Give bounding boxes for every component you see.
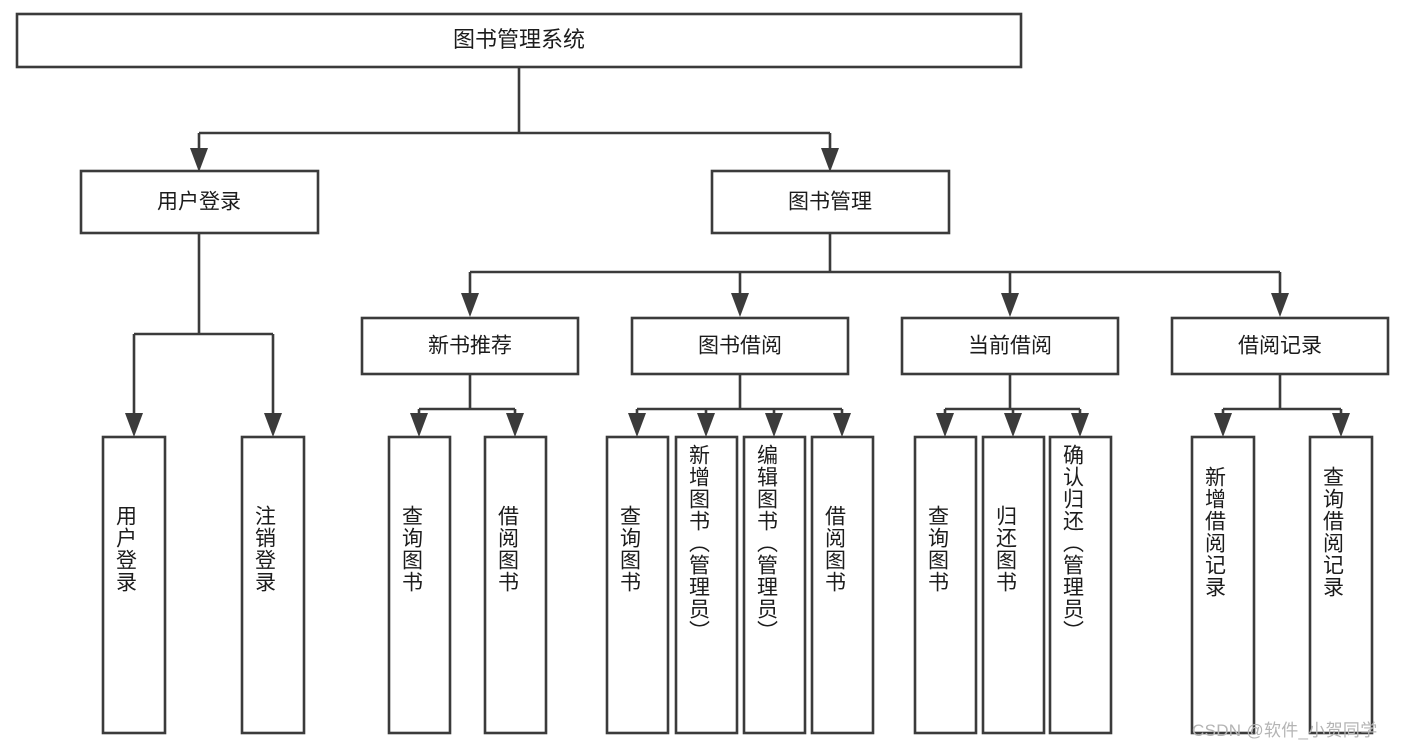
arrow-recommend-leaf-2 <box>506 413 524 437</box>
node-layer: 图书管理系统 用户登录 图书管理 新书推荐 图书借阅 当前借阅 借阅记录 <box>15 12 1390 735</box>
node-book-manage-label: 图书管理 <box>788 191 872 214</box>
node-book-borrow-label: 图书借阅 <box>698 335 782 358</box>
arrow-record-leaf-1 <box>1214 413 1232 437</box>
arrow-borrow-leaf-1 <box>628 413 646 437</box>
leaf-record-query-box[interactable] <box>1308 435 1374 735</box>
arrow-recommend-leaf-1 <box>410 413 428 437</box>
arrow-borrow-leaf-4 <box>833 413 851 437</box>
arrow-to-borrow-record <box>1271 293 1289 317</box>
arrow-current-leaf-3 <box>1071 413 1089 437</box>
leaf-record-add-box[interactable] <box>1190 435 1256 735</box>
watermark-text: CSDN @软件_小贺同学 <box>1192 721 1378 740</box>
edge-book-borrow-bus <box>635 374 844 423</box>
arrow-user-login-to-leaf-2 <box>264 413 282 437</box>
node-book-borrow-box[interactable] <box>630 316 850 376</box>
arrow-root-to-book-manage <box>821 148 839 172</box>
arrow-to-new-book-recommend <box>461 293 479 317</box>
arrow-user-login-to-leaf-1 <box>125 413 143 437</box>
node-user-login-label: 用户登录 <box>157 191 241 214</box>
edge-borrow-record-bus <box>1221 374 1343 423</box>
arrow-root-to-user-login <box>190 148 208 172</box>
arrow-borrow-leaf-3 <box>765 413 783 437</box>
node-root-label: 图书管理系统 <box>453 27 585 52</box>
leaf-current-query-book-box[interactable] <box>913 435 978 735</box>
arrow-record-leaf-2 <box>1332 413 1350 437</box>
node-current-borrow-box[interactable] <box>900 316 1120 376</box>
leaf-recommend-borrow-book-box[interactable] <box>483 435 548 735</box>
connector-layer <box>125 67 1350 437</box>
edge-user-login-bus <box>132 233 275 423</box>
edge-root-bus <box>197 67 832 158</box>
arrow-current-leaf-2 <box>1004 413 1022 437</box>
node-book-manage-box[interactable] <box>710 169 951 235</box>
node-user-login-box[interactable] <box>79 169 320 235</box>
node-root-box[interactable] <box>15 12 1023 69</box>
leaf-borrow-edit-book-box[interactable] <box>742 435 807 735</box>
node-borrow-record-box[interactable] <box>1170 316 1390 376</box>
leaf-recommend-query-book-box[interactable] <box>387 435 452 735</box>
node-current-borrow-label: 当前借阅 <box>968 335 1052 358</box>
arrow-to-book-borrow <box>731 293 749 317</box>
arrow-borrow-leaf-2 <box>697 413 715 437</box>
leaf-borrow-borrow-book-box[interactable] <box>810 435 875 735</box>
leaf-current-confirm-return-box[interactable] <box>1048 435 1113 735</box>
leaf-current-return-book-box[interactable] <box>981 435 1046 735</box>
arrow-to-current-borrow <box>1001 293 1019 317</box>
arrow-current-leaf-1 <box>936 413 954 437</box>
edge-new-book-recommend-bus <box>417 374 517 423</box>
leaf-borrow-query-book-box[interactable] <box>605 435 670 735</box>
edge-book-manage-bus <box>468 233 1282 303</box>
node-new-book-recommend-label: 新书推荐 <box>428 335 512 358</box>
leaf-logout-box[interactable] <box>240 435 306 735</box>
leaf-borrow-add-book-box[interactable] <box>674 435 739 735</box>
node-borrow-record-label: 借阅记录 <box>1238 335 1322 358</box>
leaf-user-login-box[interactable] <box>101 435 167 735</box>
node-new-book-recommend-box[interactable] <box>360 316 580 376</box>
